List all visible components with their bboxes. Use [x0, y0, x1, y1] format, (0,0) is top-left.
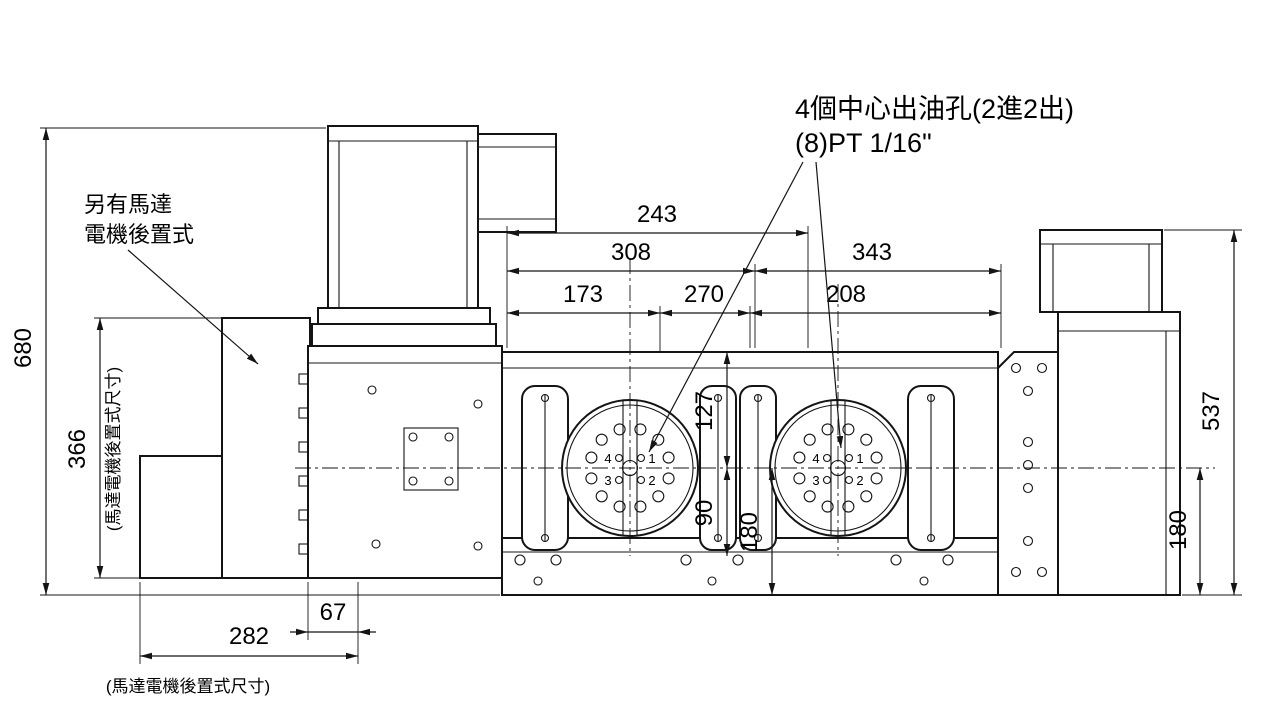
annotation-alt-motor: 另有馬達 電機後置式 — [84, 192, 259, 365]
dim-label-680: 680 — [10, 328, 37, 368]
dim-label-180-mid: 180 — [736, 512, 763, 552]
note-alt-motor-line1: 另有馬達 — [84, 192, 172, 217]
dimension-537: 537 — [1164, 229, 1242, 596]
dim-label-90: 90 — [691, 500, 718, 527]
rear-motor-lower-block — [139, 455, 223, 579]
top-motor-body — [327, 125, 479, 309]
gearbox-housing — [298, 345, 503, 579]
faceplate-port-number: 3 — [812, 473, 819, 488]
base-plate — [501, 537, 1053, 596]
motor-flange-upper — [317, 307, 491, 325]
note-alt-motor-bottom: (馬達電機後置式尺寸) — [106, 677, 270, 696]
dim-label-208: 208 — [826, 281, 866, 308]
dimension-243: 243 — [506, 201, 809, 348]
right-motor — [1039, 229, 1163, 313]
faceplate-port-number: 4 — [812, 451, 819, 466]
faceplate-port-number: 2 — [856, 473, 863, 488]
top-motor — [311, 125, 557, 347]
top-motor-terminal-box — [477, 133, 557, 233]
dim-label-173: 173 — [563, 281, 603, 308]
dimension-127: 127 — [691, 352, 731, 468]
faceplate-port-number: 3 — [604, 473, 611, 488]
note-oil-ports-line1: 4個中心出油孔(2進2出) — [795, 94, 1074, 124]
dimension-90: 90 — [691, 468, 731, 556]
gearbox-body — [307, 345, 503, 579]
faceplate-port-number: 1 — [648, 451, 655, 466]
note-alt-motor-line2: 電機後置式 — [84, 222, 194, 247]
gearbox-mount-pad — [403, 427, 459, 491]
dim-label-537: 537 — [1198, 391, 1225, 431]
note-alt-motor-side: (馬達電機後置式尺寸) — [104, 367, 123, 531]
right-housing — [1057, 311, 1181, 596]
leader-alt-motor — [127, 249, 259, 365]
dimension-180-mid: 180 — [736, 468, 776, 595]
faceplate-port-number: 4 — [604, 451, 611, 466]
dimension-308-343: 308 343 — [507, 239, 1002, 348]
faceplate-port-number: 1 — [856, 451, 863, 466]
right-motor-body — [1039, 229, 1163, 313]
dim-label-67: 67 — [320, 599, 347, 626]
dimension-173-270-208: 173 270 208 — [507, 281, 1001, 352]
faceplate-right-port-numbers: 4 1 3 2 — [812, 451, 863, 488]
dim-label-308: 308 — [611, 239, 651, 266]
dim-label-343: 343 — [852, 239, 892, 266]
dim-label-270: 270 — [684, 281, 724, 308]
dimension-282: 282 (馬達電機後置式尺寸) — [106, 582, 358, 696]
dim-label-243: 243 — [637, 201, 677, 228]
annotation-oil-ports: 4個中心出油孔(2進2出) (8)PT 1/16" — [648, 94, 1074, 453]
dim-label-180-right: 180 — [1165, 510, 1192, 550]
leader-oil-ports-right — [815, 161, 844, 449]
dim-label-127: 127 — [691, 391, 718, 431]
leader-oil-ports-left — [648, 161, 804, 453]
motor-flange-lower — [311, 323, 497, 347]
dim-label-282: 282 — [229, 623, 269, 650]
faceplate-left-port-numbers: 4 1 3 2 — [604, 451, 655, 488]
dimension-366: 366 (馬達電機後置式尺寸) — [64, 317, 222, 579]
dimension-67: 67 — [290, 582, 376, 664]
faceplate-port-number: 2 — [648, 473, 655, 488]
right-housing-body — [1057, 311, 1181, 596]
dim-label-366: 366 — [64, 429, 91, 469]
rear-motor-option — [139, 317, 311, 579]
right-clamp-plate — [997, 351, 1059, 596]
rear-motor-body — [221, 317, 311, 579]
dimension-680: 680 — [10, 127, 500, 596]
note-oil-ports-line2: (8)PT 1/16" — [795, 128, 932, 158]
dimension-180-right: 180 — [1165, 468, 1204, 595]
